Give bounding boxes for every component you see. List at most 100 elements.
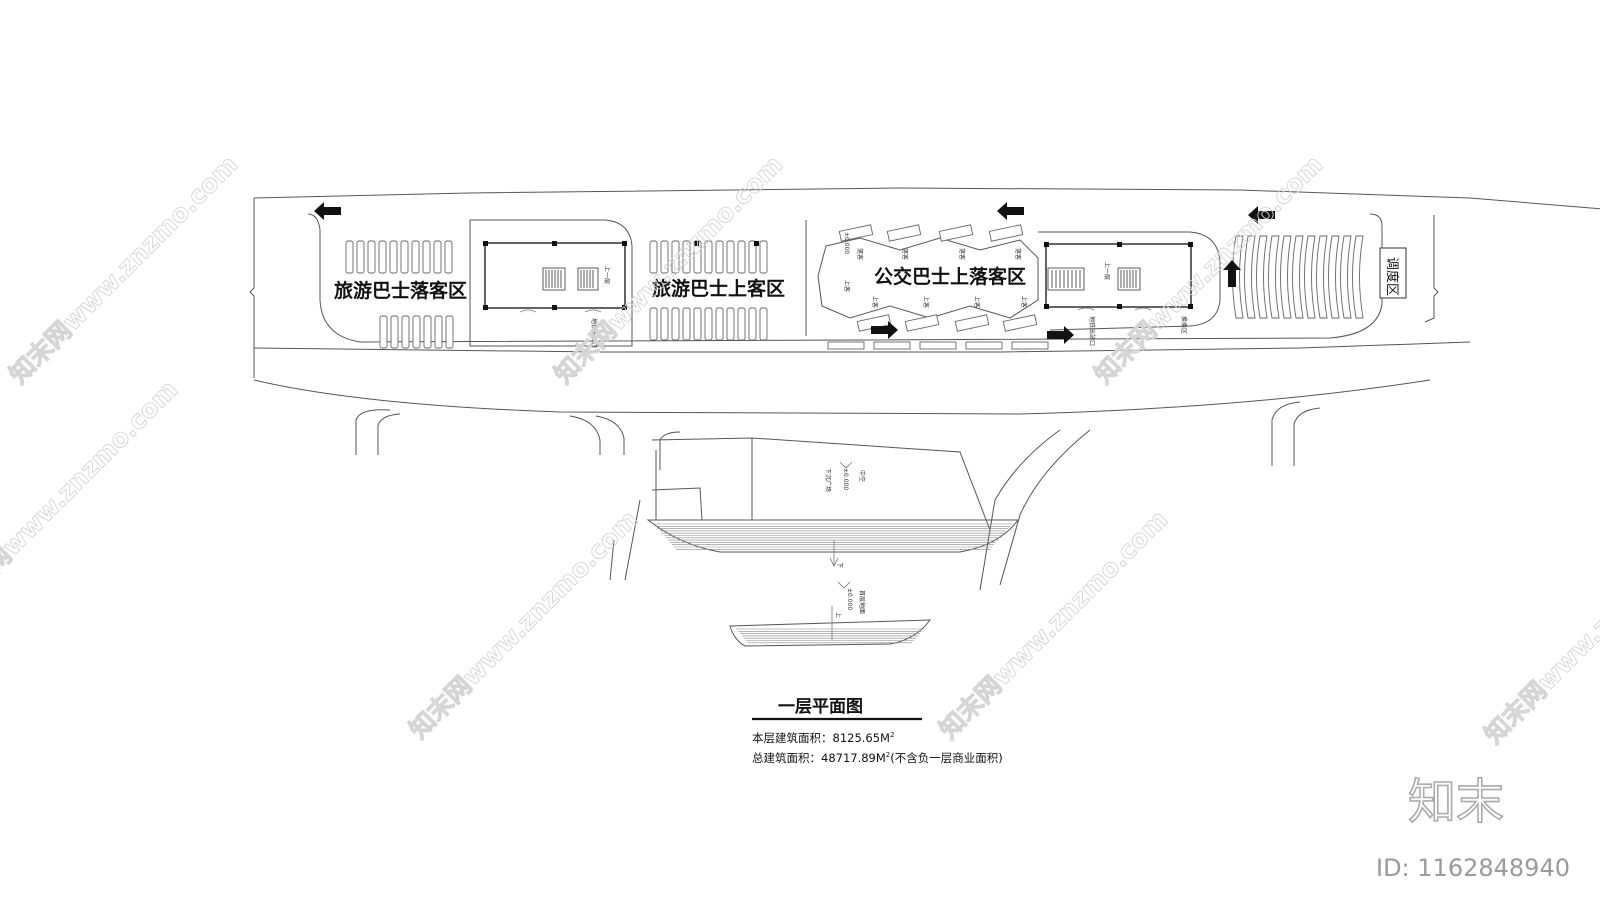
image-id: ID: 1162848940 bbox=[1376, 854, 1570, 882]
parking-stall bbox=[422, 240, 431, 274]
floor-area-line: 本层建筑面积：8125.65M2 bbox=[752, 731, 894, 745]
parking-stall bbox=[693, 307, 702, 341]
tour-pickup-zone-label: 旅游巴士上客区 bbox=[652, 277, 785, 300]
parking-stall bbox=[445, 315, 454, 349]
svg-text:±0.000: ±0.000 bbox=[842, 468, 849, 490]
parking-stall bbox=[389, 240, 398, 274]
parking-stall bbox=[411, 240, 420, 274]
svg-text:知末网www.znzmo.com: 知末网www.znzmo.com bbox=[404, 505, 644, 745]
svg-text:落客: 落客 bbox=[856, 248, 864, 260]
bus-bay bbox=[1256, 235, 1268, 319]
parking-stall bbox=[671, 240, 680, 274]
parking-stall bbox=[660, 307, 669, 341]
up-label: 上 bbox=[834, 612, 842, 618]
total-area-line: 总建筑面积：48717.89M2(不含负一层商业面积) bbox=[752, 751, 1003, 765]
parking-stall bbox=[412, 315, 421, 349]
arrow-up-icon bbox=[1223, 260, 1241, 287]
parking-stall bbox=[737, 240, 746, 274]
bus-bay bbox=[1352, 235, 1364, 319]
parking-stall bbox=[726, 307, 735, 341]
arrow-left-icon bbox=[314, 202, 341, 220]
parking-stall bbox=[748, 240, 757, 274]
bus-bays bbox=[1232, 235, 1364, 319]
dispatch-box bbox=[1379, 247, 1407, 299]
bus-bay bbox=[1292, 235, 1304, 319]
arrow-left-icon bbox=[997, 202, 1024, 220]
tour-pickup-area: 旅游巴士上客区 bbox=[649, 240, 785, 341]
parking-stall bbox=[682, 240, 691, 274]
parking-stall bbox=[401, 315, 410, 349]
parking-stall bbox=[356, 240, 365, 274]
sunken-plaza: 下 上 中空 下沉广场 ±0.000 首层地面 ±0.000 bbox=[646, 437, 1019, 647]
plaza-steps bbox=[654, 523, 1012, 550]
stair: 上一层 bbox=[1047, 262, 1141, 291]
parking-stalls bbox=[379, 315, 454, 349]
bus-bay bbox=[1340, 235, 1352, 319]
bus-bay bbox=[1268, 235, 1280, 319]
parking-stall bbox=[378, 240, 387, 274]
arrow-right-icon bbox=[871, 321, 898, 339]
svg-text:上客: 上客 bbox=[922, 296, 930, 308]
sunken-plaza-label: 下沉广场 bbox=[824, 468, 832, 492]
down-label: 下 bbox=[836, 562, 843, 568]
plaza-stairs bbox=[646, 519, 1019, 553]
parking-stall bbox=[367, 240, 376, 274]
arrow-left-icon bbox=[1248, 206, 1275, 224]
parking-stall bbox=[715, 307, 724, 341]
stair-label: 上一层 bbox=[1103, 262, 1111, 280]
svg-text:落客: 落客 bbox=[958, 248, 966, 260]
parking-stall bbox=[715, 240, 724, 274]
svg-text:±0.000: ±0.000 bbox=[843, 232, 850, 254]
svg-text:知末网www.znzmo.com: 知末网www.znzmo.com bbox=[1479, 510, 1600, 750]
svg-text:上客: 上客 bbox=[973, 296, 981, 308]
bus-platform: 落客 落客 落客 落客 上客 上客 上客 上客 上客 ±0.000 公交巴士上落… bbox=[805, 220, 1049, 350]
svg-text:上客: 上客 bbox=[1020, 296, 1028, 308]
parking-stalls bbox=[345, 240, 453, 274]
stair: 上一层 bbox=[542, 266, 611, 291]
bus-bay bbox=[1280, 235, 1292, 319]
bus-zone-label: 公交巴士上落客区 bbox=[874, 265, 1026, 288]
parking-stall bbox=[649, 240, 658, 274]
dispatch-label: 调度区 bbox=[1384, 257, 1400, 296]
plaza-steps-lower bbox=[729, 619, 932, 647]
stair-label: 上一层 bbox=[603, 266, 611, 284]
metro-exit-label: 地铁出站口 bbox=[590, 318, 598, 348]
bus-bay bbox=[1328, 235, 1340, 319]
parking-stall bbox=[682, 307, 691, 341]
bus-stalls-bottom bbox=[827, 314, 1049, 350]
parking-stall bbox=[433, 240, 442, 274]
svg-text:知末网www.znzmo.com: 知末网www.znzmo.com bbox=[934, 505, 1174, 745]
parking-stalls bbox=[649, 307, 768, 341]
svg-text:±0.000: ±0.000 bbox=[846, 588, 853, 610]
platform-outline bbox=[817, 237, 1039, 319]
dispatch-area: 调度区 bbox=[1232, 235, 1407, 319]
plan-title: 一层平面图 bbox=[778, 697, 863, 717]
parking-stall bbox=[379, 315, 388, 349]
parking-stall bbox=[759, 240, 768, 274]
parking-stall bbox=[660, 240, 669, 274]
metro-building-right: 上一层 地铁出站口 换乘区 bbox=[1038, 231, 1221, 346]
parking-stalls bbox=[649, 240, 768, 274]
parking-stall bbox=[434, 315, 443, 349]
traffic-arrows bbox=[314, 202, 1275, 344]
svg-text:知末网www.znzmo.com: 知末网www.znzmo.com bbox=[0, 375, 183, 615]
parking-stall bbox=[423, 315, 432, 349]
arrow-right-icon bbox=[1047, 326, 1074, 344]
parking-stall bbox=[400, 240, 409, 274]
metro-exit-label: 地铁出站口 bbox=[1088, 316, 1096, 346]
parking-stall bbox=[704, 307, 713, 341]
svg-text:落客: 落客 bbox=[901, 248, 909, 260]
bus-bay bbox=[1244, 235, 1256, 319]
svg-text:落客: 落客 bbox=[1014, 248, 1022, 260]
metro-building-left: 上一层 地铁出站口 bbox=[469, 219, 633, 348]
transfer-label: 换乘区 bbox=[1180, 316, 1188, 334]
bus-bay bbox=[1304, 235, 1316, 319]
parking-stall bbox=[671, 307, 680, 341]
svg-text:上客: 上客 bbox=[871, 296, 879, 308]
site-outline bbox=[249, 187, 1600, 591]
platform-small-labels: 落客 落客 落客 落客 上客 上客 上客 上客 上客 ±0.000 bbox=[843, 232, 1028, 308]
znzmo-logo: 知末 bbox=[1408, 774, 1504, 830]
parking-stall bbox=[737, 307, 746, 341]
parking-stall bbox=[345, 240, 354, 274]
